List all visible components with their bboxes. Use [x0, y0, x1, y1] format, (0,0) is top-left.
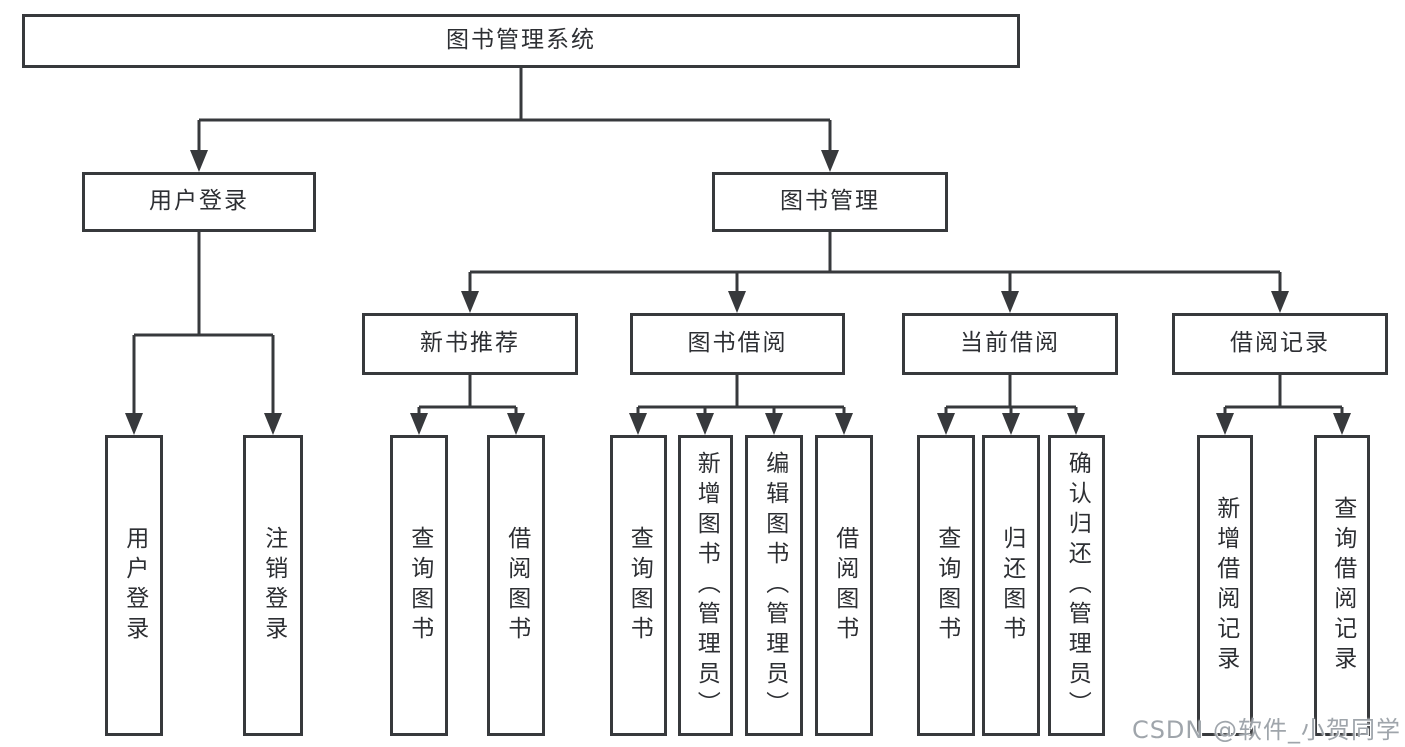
leaf-label: 查询借阅记录 — [1329, 495, 1356, 676]
node-book-management-branch: 图书管理 — [712, 172, 948, 232]
leaf-label: 查询图书 — [626, 525, 653, 646]
leaf-query-borrow-record: 查询借阅记录 — [1314, 435, 1370, 736]
node-label: 用户登录 — [149, 188, 249, 215]
leaf-label: 查询图书 — [933, 525, 960, 646]
leaf-add-books-admin: 新增图书（管理员） — [678, 435, 733, 736]
node-label: 图书借阅 — [687, 330, 788, 357]
node-label: 新书推荐 — [420, 330, 520, 357]
leaf-borrow-books-recommend: 借阅图书 — [487, 435, 545, 736]
node-label: 当前借阅 — [960, 330, 1060, 357]
leaf-label: 归还图书 — [998, 525, 1025, 646]
csdn-watermark: CSDN @软件_小贺同学 — [1131, 716, 1401, 744]
node-user-login-branch: 用户登录 — [82, 172, 316, 232]
leaf-label: 用户登录 — [121, 525, 148, 646]
leaf-add-borrow-record: 新增借阅记录 — [1197, 435, 1253, 736]
leaf-label: 新增借阅记录 — [1212, 495, 1239, 676]
leaf-borrow-books-borrowing: 借阅图书 — [815, 435, 873, 736]
node-label: 图书管理系统 — [446, 27, 596, 54]
leaf-label: 借阅图书 — [503, 525, 530, 646]
node-book-borrowing: 图书借阅 — [630, 313, 845, 375]
leaf-confirm-return-admin: 确认归还（管理员） — [1048, 435, 1105, 736]
node-library-management-system: 图书管理系统 — [22, 14, 1020, 68]
leaf-user-login: 用户登录 — [105, 435, 163, 736]
leaf-label: 查询图书 — [406, 525, 433, 646]
node-label: 借阅记录 — [1230, 330, 1330, 357]
node-new-book-recommendation: 新书推荐 — [362, 313, 578, 375]
leaf-query-books-recommend: 查询图书 — [390, 435, 448, 736]
leaf-label: 借阅图书 — [831, 525, 858, 646]
leaf-label: 新增图书（管理员） — [693, 450, 720, 721]
leaf-label: 确认归还（管理员） — [1064, 450, 1091, 721]
node-current-borrowing: 当前借阅 — [902, 313, 1118, 375]
node-borrowing-records: 借阅记录 — [1172, 313, 1388, 375]
leaf-label: 注销登录 — [260, 525, 287, 646]
leaf-query-books-current: 查询图书 — [917, 435, 975, 736]
leaf-label: 编辑图书（管理员） — [761, 450, 788, 721]
leaf-logout: 注销登录 — [243, 435, 303, 736]
node-label: 图书管理 — [780, 188, 880, 215]
leaf-return-books: 归还图书 — [982, 435, 1040, 736]
leaf-edit-books-admin: 编辑图书（管理员） — [745, 435, 803, 736]
leaf-query-books-borrowing: 查询图书 — [610, 435, 667, 736]
